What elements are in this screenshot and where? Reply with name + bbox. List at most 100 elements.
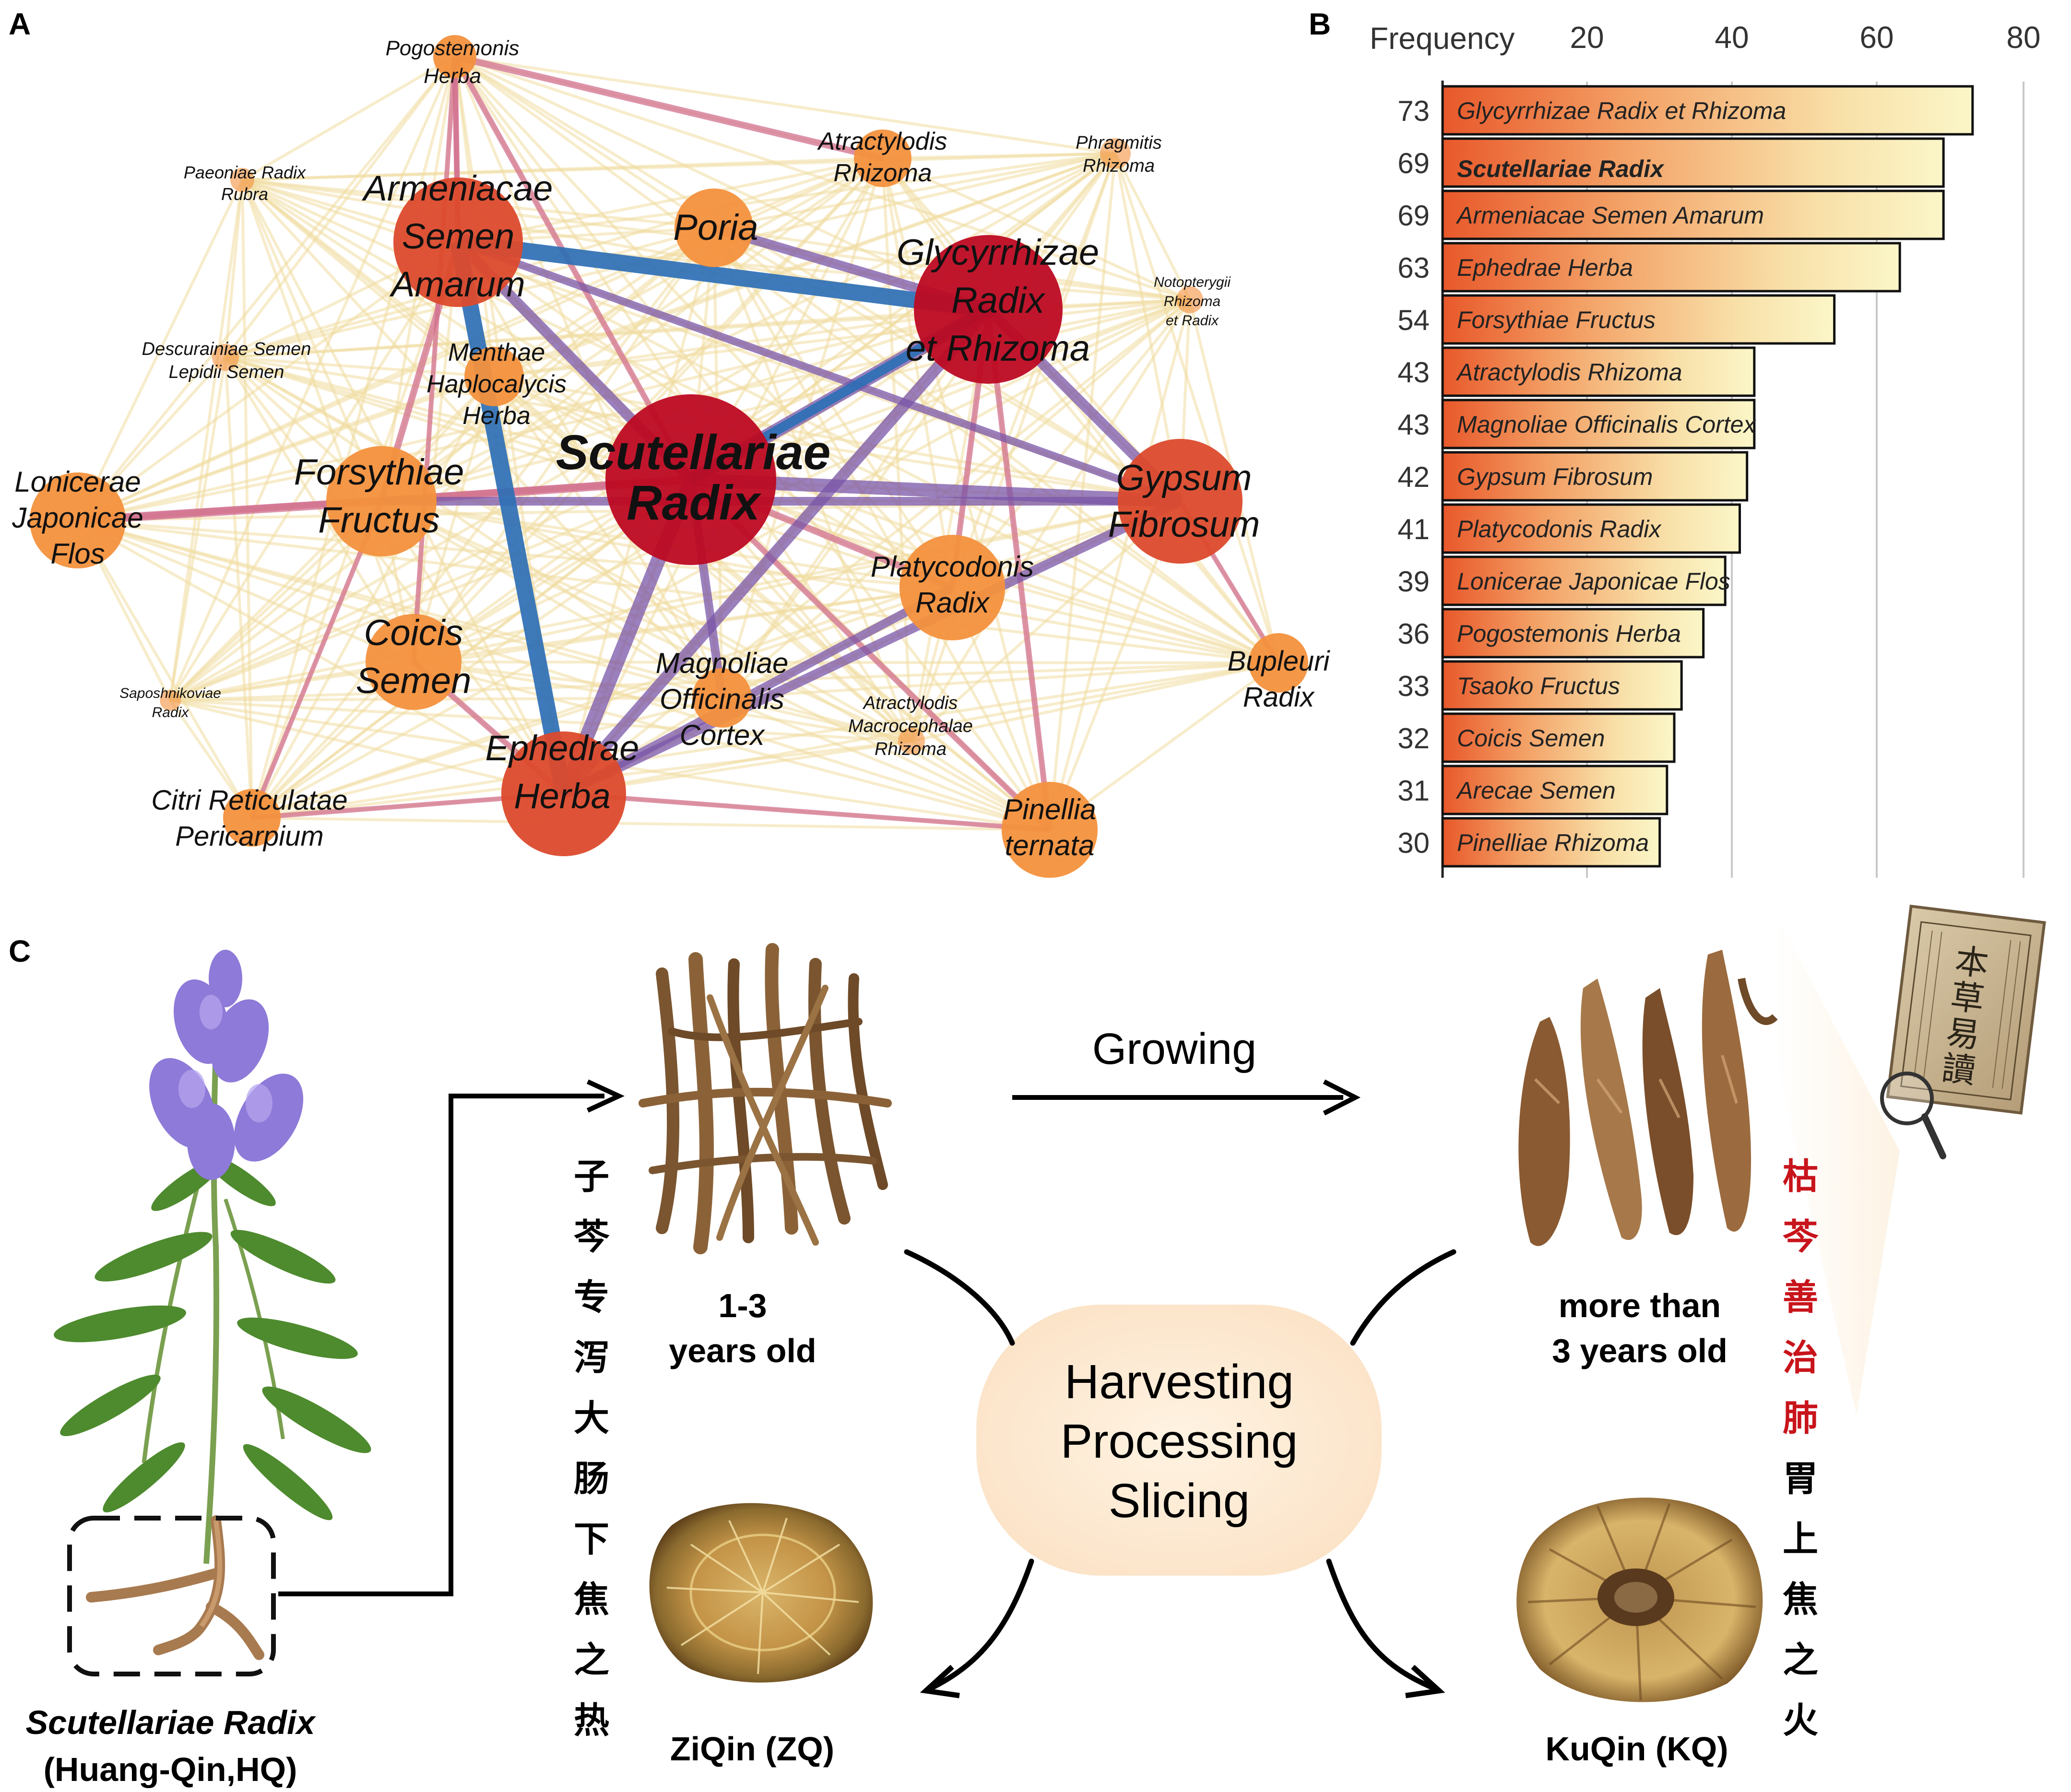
node-forsythiae: [326, 446, 437, 556]
network-edge: [224, 56, 456, 358]
kuqin-char: 火: [1783, 1700, 1818, 1741]
network-edge: [225, 356, 495, 378]
network-edge: [721, 153, 1117, 699]
node-descurainiae: [212, 344, 239, 371]
node-label-lonicerae: Flos: [50, 538, 105, 570]
node-label-phragmitis: Phragmitis: [1076, 133, 1162, 153]
network-edge: [225, 356, 912, 743]
bar: [1441, 294, 1836, 345]
node-label-forsythiae: Fructus: [318, 500, 439, 541]
node-label-platycodonis: Platycodonis: [871, 551, 1034, 583]
node-label-pogostemonis: Herba: [424, 64, 481, 88]
panel-label-a: A: [9, 7, 31, 41]
ziqin-char: 焦: [574, 1579, 609, 1620]
bar: [1441, 555, 1727, 606]
node-label-pinellia: ternata: [1005, 829, 1095, 861]
network-edge: [1048, 299, 1191, 830]
node-scutellariae: [605, 394, 776, 565]
bar-value-label: 43: [1397, 356, 1430, 389]
node-menthae: [464, 347, 524, 406]
panel-label-c: C: [9, 934, 31, 968]
network-edge: [225, 356, 723, 699]
network-edge: [1114, 153, 1191, 301]
node-phragmitis: [1100, 138, 1131, 169]
kuqin-char: 焦: [1783, 1579, 1818, 1620]
network-edge: [951, 153, 1117, 589]
network-edge: [251, 661, 1279, 819]
root-to-ziqin-arrow: [278, 1094, 604, 1596]
bar: [1441, 242, 1901, 293]
node-platycodonis: [899, 535, 1005, 640]
network-edge: [952, 586, 1279, 664]
network-edge: [563, 791, 1050, 832]
network-edge: [241, 179, 415, 663]
bar-category-label: Glycyrrhizae Radix et Rhizoma: [1457, 97, 1786, 124]
network-edge: [722, 661, 1279, 699]
node-label-scutellariae: Radix: [627, 475, 762, 530]
bar-value-label: 36: [1397, 618, 1430, 650]
root-arrow-head: [586, 1079, 625, 1113]
node-coicis: [366, 614, 462, 710]
book-title-char: 本: [1953, 941, 1991, 984]
bar-category-label: Ephedrae Herba: [1457, 254, 1633, 281]
network-edge: [77, 519, 565, 795]
node-bupleuri: [1249, 633, 1308, 693]
node-label-armeniacae: Semen: [402, 216, 514, 256]
bar: [1441, 346, 1756, 397]
node-label-pinellia: Pinellia: [1003, 793, 1096, 825]
node-label-platycodonis: Radix: [915, 587, 990, 619]
node-atractylodis_m: [898, 728, 925, 755]
node-notopterygii: [1176, 286, 1203, 313]
node-label-menthae: Menthae: [448, 339, 545, 366]
bar-value-label: 54: [1397, 304, 1430, 336]
node-paeoniae: [230, 168, 254, 192]
bar-value-label: 31: [1397, 775, 1430, 807]
ziqin-char: 子: [574, 1156, 609, 1197]
kuqin-age-line1: more than: [1559, 1287, 1721, 1324]
network-edge: [169, 56, 456, 701]
bar-category-label: Scutellariae Radix: [1457, 155, 1665, 182]
x-tick-label: 80: [2006, 20, 2040, 55]
process-step: Processing: [1061, 1415, 1298, 1468]
bar-category-label: Gypsum Fibrosum: [1457, 463, 1653, 490]
network-edge: [250, 376, 496, 819]
bar-value-label: 30: [1397, 827, 1430, 859]
network-edge: [241, 178, 912, 743]
node-label-menthae: Haplocalycis: [426, 370, 567, 398]
ziqin-char: 之: [574, 1639, 609, 1681]
network-edge: [494, 298, 1190, 378]
bar-category-label: Atractylodis Rhizoma: [1456, 359, 1682, 386]
network-edge: [721, 696, 1051, 831]
node-label-lonicerae: Japonicae: [12, 502, 143, 534]
node-label-paeoniae: Paeoniae Radix: [184, 163, 307, 182]
node-label-citri: Citri Reticulatae: [151, 785, 347, 816]
node-magnoliae: [692, 668, 752, 728]
network-edge: [1114, 153, 1280, 663]
bar-category-label: Pinelliae Rhizoma: [1457, 829, 1649, 856]
node-poria: [675, 189, 753, 267]
network-edge: [882, 157, 1191, 301]
book-title-char: 讀: [1940, 1048, 1977, 1091]
node-label-pogostemonis: Pogostemonis: [386, 36, 520, 60]
kuqin-name: KuQin (KQ): [1545, 1730, 1728, 1768]
network-edge: [76, 56, 456, 521]
node-citri: [223, 789, 281, 847]
bar-value-label: 69: [1397, 200, 1430, 232]
network-edge: [77, 519, 1050, 831]
network-edge: [454, 55, 1181, 503]
network-edge: [721, 158, 884, 698]
bar-category-label: Lonicerae Japonicae Flos: [1457, 568, 1730, 595]
plant-alias: (Huang-Qin,HQ): [44, 1751, 297, 1788]
network-edge: [454, 55, 715, 229]
network-edge: [910, 153, 1117, 742]
network-edge: [454, 55, 1279, 664]
bar: [1441, 503, 1741, 554]
network-edge: [454, 55, 1116, 155]
network-edge: [224, 356, 415, 663]
network-edge: [242, 152, 1116, 181]
